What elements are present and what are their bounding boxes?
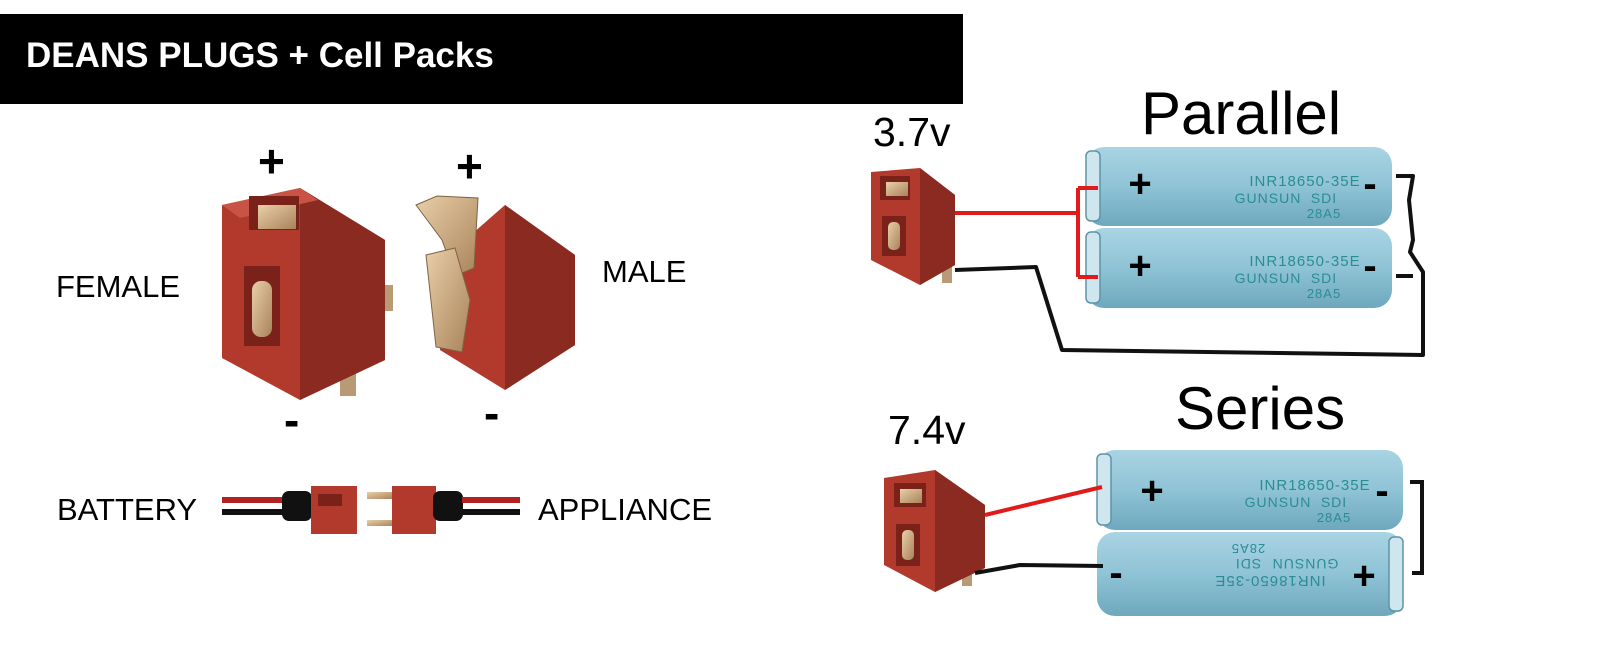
parallel-cell-bottom-batch: 28A5 [1307,286,1341,301]
parallel-title: Parallel [1141,80,1342,147]
series-cell-top-brand: GUNSUN [1245,494,1312,510]
male-label: MALE [602,254,687,289]
parallel-cell-bottom-model: INR18650-35E [1249,253,1360,270]
parallel-cell-bottom-minus: - [1363,244,1376,288]
parallel-pack: INR18650-35E GUNSUN SDI 28A5 + - INR1865… [871,147,1425,357]
series-link-wire [1410,480,1424,575]
series-cell-bottom-batch: 28A5 [1231,541,1265,556]
female-connector [222,188,393,400]
series-cell-top-batch: 28A5 [1317,510,1351,525]
series-positive-wire [984,485,1103,517]
parallel-cell-bottom-brand: GUNSUN [1235,270,1302,286]
parallel-cell-top-model: INR18650-35E [1249,173,1360,190]
series-cell-bottom-plus: + [1352,554,1375,598]
parallel-voltage: 3.7v [873,109,951,155]
parallel-cell-bottom: INR18650-35E GUNSUN SDI 28A5 + - [1085,228,1392,308]
parallel-plug [871,168,955,285]
parallel-cell-bottom-code: SDI [1311,270,1337,286]
series-cell-bottom-model: INR18650-35E [1214,572,1325,589]
parallel-negative-wire [954,174,1425,357]
series-cell-bottom-brand: GUNSUN [1272,556,1339,572]
title-banner: DEANS PLUGS + Cell Packs [0,14,963,104]
series-cell-top-code: SDI [1321,494,1347,510]
parallel-cell-top-minus: - [1363,162,1376,206]
parallel-positive-wire [955,186,1098,279]
page-title: DEANS PLUGS + Cell Packs [26,36,494,75]
series-cell-top-plus: + [1140,469,1163,513]
parallel-cell-top-code: SDI [1311,190,1337,206]
appliance-label: APPLIANCE [538,492,713,527]
series-voltage: 7.4v [888,407,966,453]
battery-label: BATTERY [57,492,198,527]
series-plug [884,470,985,592]
female-label: FEMALE [56,269,181,304]
male-connector [415,195,575,390]
parallel-cell-top-brand: GUNSUN [1235,190,1302,206]
series-pack: INR18650-35E GUNSUN SDI 28A5 + - INR1865… [884,450,1424,616]
parallel-cell-top: INR18650-35E GUNSUN SDI 28A5 + - [1085,147,1392,226]
male-plus-sign: + [456,140,483,192]
male-minus-sign: - [484,387,500,439]
series-cell-bottom: INR18650-35E GUNSUN SDI 28A5 - + [1097,532,1404,616]
series-negative-wire [974,563,1104,575]
parallel-cell-top-plus: + [1128,162,1151,206]
parallel-cell-bottom-plus: + [1128,244,1151,288]
series-cell-top-minus: - [1375,469,1388,513]
series-cell-top: INR18650-35E GUNSUN SDI 28A5 + - [1096,450,1403,530]
female-minus-sign: - [284,394,300,446]
female-plus-sign: + [258,135,285,187]
parallel-cell-top-batch: 28A5 [1307,206,1341,221]
cable-assembly [222,486,520,534]
series-cell-bottom-minus: - [1109,551,1122,595]
series-cell-bottom-code: SDI [1235,556,1261,572]
series-title: Series [1175,375,1346,442]
series-cell-top-model: INR18650-35E [1259,477,1370,494]
